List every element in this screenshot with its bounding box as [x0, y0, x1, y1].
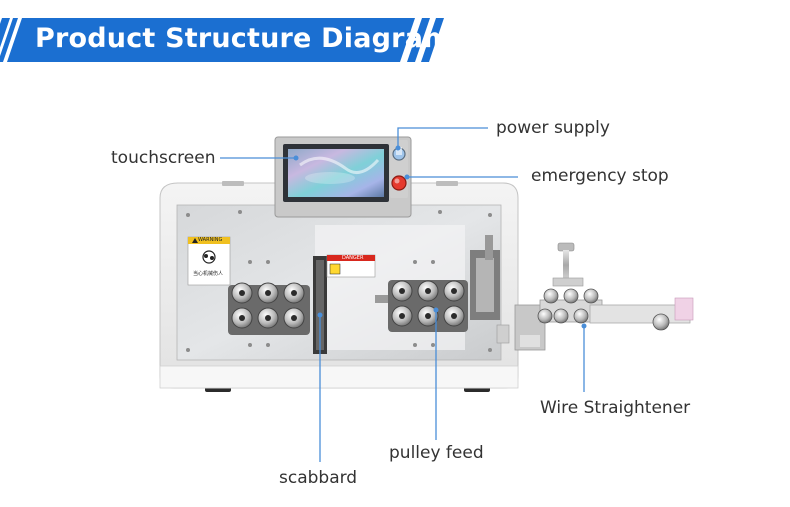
label-emergency-stop: emergency stop [531, 166, 669, 186]
label-scabbard: scabbard [279, 468, 358, 488]
machine-base [159, 365, 519, 389]
banner-stripe-right-2 [421, 18, 444, 62]
emergency-stop-button [391, 175, 407, 191]
wire-straightener [514, 242, 694, 351]
title-banner [0, 18, 444, 62]
banner-stripe-left-1 [0, 18, 10, 48]
pulley-feed-group [375, 280, 468, 332]
handle-right [436, 181, 458, 186]
leader-lines [220, 127, 585, 462]
banner-stripe-right-1 [407, 18, 430, 62]
leader-power-supply [397, 127, 488, 148]
panel-screws [186, 210, 492, 352]
warning-sticker-title: WARNING [198, 237, 223, 243]
left-roller-group [228, 282, 310, 335]
touchscreen-display [288, 149, 384, 197]
label-pulley-feed: pulley feed [389, 443, 484, 463]
label-touchscreen: touchscreen [111, 148, 216, 168]
banner-background [7, 18, 415, 62]
handle-left [222, 181, 244, 186]
warning-sticker-caption: 当心机械伤人 [193, 271, 224, 277]
page-title: Product Structure Diagram [35, 23, 452, 54]
banner-stripe-left-2 [0, 18, 18, 62]
danger-sticker-title: DANGER [342, 255, 364, 261]
warning-sticker [187, 236, 231, 286]
leader-dots [293, 145, 587, 329]
label-wire-straightener: Wire Straightener [540, 398, 691, 418]
label-power-supply: power supply [496, 118, 610, 138]
